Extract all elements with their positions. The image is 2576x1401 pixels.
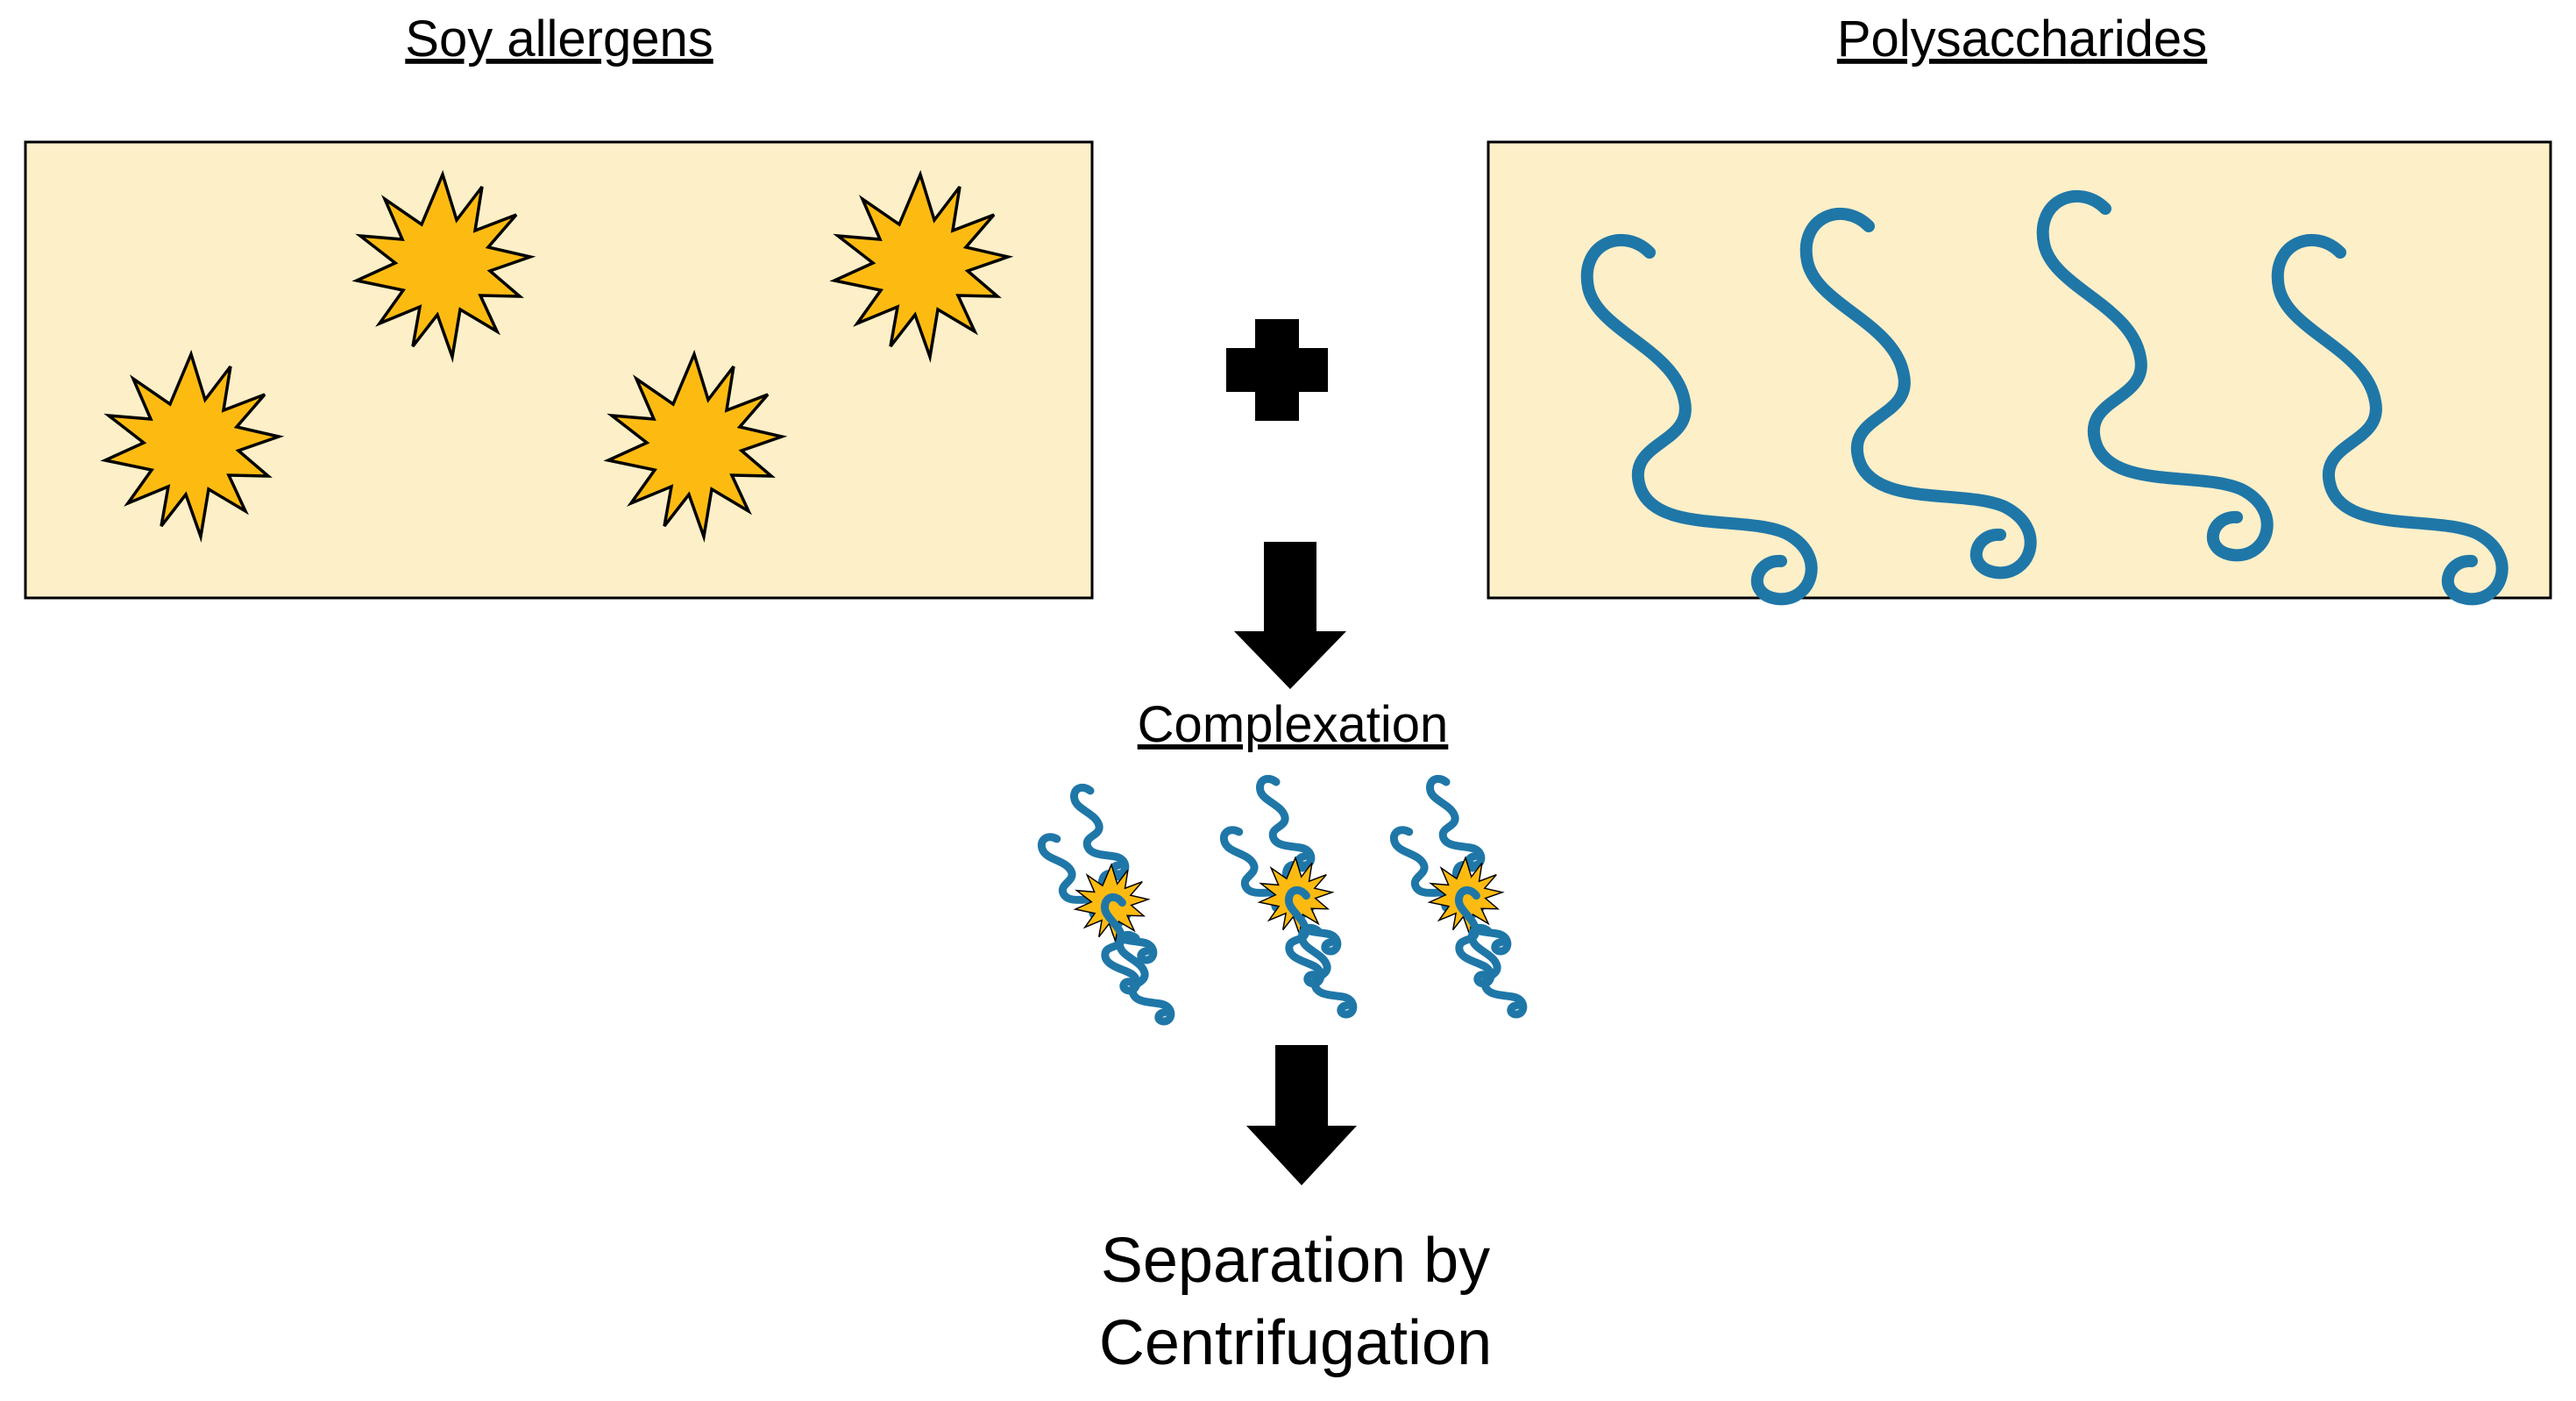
polysaccharides-label: Polysaccharides [1837, 11, 2207, 68]
plus-icon [1226, 319, 1328, 421]
down-arrow-icon [1234, 542, 1346, 689]
soy-allergens-box [24, 140, 1094, 600]
complex-3 [1393, 779, 1523, 1014]
complex-1 [1040, 787, 1171, 1021]
complexation-label: Complexation [1138, 696, 1449, 753]
separation-label-line1: Separation by [1101, 1226, 1490, 1296]
soy-allergens-label: Soy allergens [405, 11, 713, 68]
separation-label-line2: Centrifugation [1099, 1308, 1492, 1378]
polysaccharides-box [1487, 140, 2552, 599]
down-arrow-icon [1246, 1045, 1357, 1185]
complex-2 [1223, 779, 1353, 1014]
